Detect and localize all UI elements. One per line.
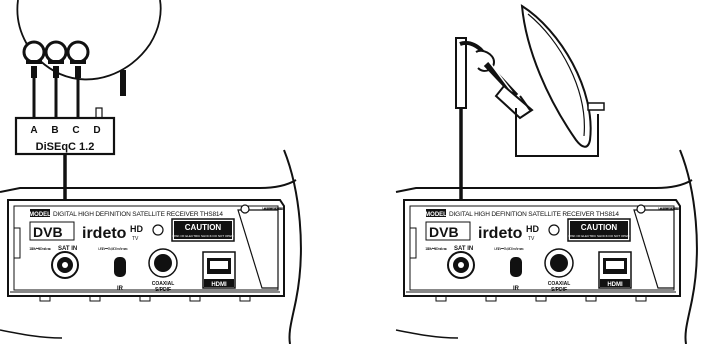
svg-text:RISK OF ELECTRIC SHOCK DO NOT: RISK OF ELECTRIC SHOCK DO NOT OPEN bbox=[569, 234, 630, 238]
svg-text:MANUFA DOLBY LABORATOR ARE TRA: MANUFA DOLBY LABORATOR ARE TRADE bbox=[658, 206, 680, 211]
svg-text:DVB: DVB bbox=[429, 224, 459, 240]
svg-text:RISK OF ELECTRIC SHOCK DO NOT: RISK OF ELECTRIC SHOCK DO NOT OPEN bbox=[173, 234, 234, 238]
svg-text:HD: HD bbox=[526, 224, 539, 234]
svg-text:13/18 V ⎓ 500 mA max.: 13/18 V ⎓ 500 mA max. bbox=[29, 246, 51, 251]
port-label-b: B bbox=[51, 125, 58, 136]
svg-text:SAT IN: SAT IN bbox=[58, 246, 77, 252]
receiver-right: MODEL DIGITAL HIGH DEFINITION SATELLITE … bbox=[396, 150, 697, 344]
svg-text:irdeto: irdeto bbox=[82, 225, 127, 242]
svg-text:HD: HD bbox=[130, 224, 143, 234]
switch-title: DiSEqC 1.2 bbox=[36, 141, 95, 153]
svg-text:DVB: DVB bbox=[33, 224, 63, 240]
svg-text:MODEL: MODEL bbox=[425, 212, 447, 218]
svg-text:CAUTION: CAUTION bbox=[581, 223, 618, 232]
port-label-d: D bbox=[93, 125, 100, 136]
svg-text:irdeto: irdeto bbox=[478, 225, 523, 242]
svg-text:USB: ⎓ 5 V, 800 mA max.: USB: ⎓ 5 V, 800 mA max. bbox=[494, 246, 524, 251]
svg-text:IR: IR bbox=[117, 286, 124, 292]
svg-text:TV: TV bbox=[132, 236, 139, 242]
receiver-left: MODEL DIGITAL HIGH DEFINITION SATELLITE … bbox=[0, 150, 301, 344]
svg-text:USB: ⎓ 5 V, 800 mA max.: USB: ⎓ 5 V, 800 mA max. bbox=[98, 246, 128, 251]
svg-text:S/PDIF: S/PDIF bbox=[155, 287, 171, 293]
svg-text:HDMI: HDMI bbox=[211, 282, 227, 288]
svg-text:MANUFA DOLBY LABORATOR ARE TRA: MANUFA DOLBY LABORATOR ARE TRADE bbox=[262, 206, 284, 211]
svg-text:DIGITAL HIGH DEFINITION SATELL: DIGITAL HIGH DEFINITION SATELLITE RECEIV… bbox=[53, 211, 223, 218]
svg-text:S/PDIF: S/PDIF bbox=[551, 287, 567, 293]
single-dish bbox=[456, 6, 604, 156]
dish-outline bbox=[17, 0, 160, 79]
dish-mast bbox=[120, 70, 126, 96]
port-label-c: C bbox=[72, 125, 79, 136]
svg-text:DIGITAL HIGH DEFINITION SATELL: DIGITAL HIGH DEFINITION SATELLITE RECEIV… bbox=[449, 211, 619, 218]
svg-text:TV: TV bbox=[528, 236, 535, 242]
svg-text:MODEL: MODEL bbox=[29, 212, 51, 218]
svg-text:CAUTION: CAUTION bbox=[185, 223, 222, 232]
svg-text:13/18 V ⎓ 500 mA max.: 13/18 V ⎓ 500 mA max. bbox=[425, 246, 447, 251]
svg-text:IR: IR bbox=[513, 286, 520, 292]
svg-text:SAT IN: SAT IN bbox=[454, 246, 473, 252]
port-label-a: A bbox=[30, 125, 37, 136]
svg-text:HDMI: HDMI bbox=[607, 282, 623, 288]
